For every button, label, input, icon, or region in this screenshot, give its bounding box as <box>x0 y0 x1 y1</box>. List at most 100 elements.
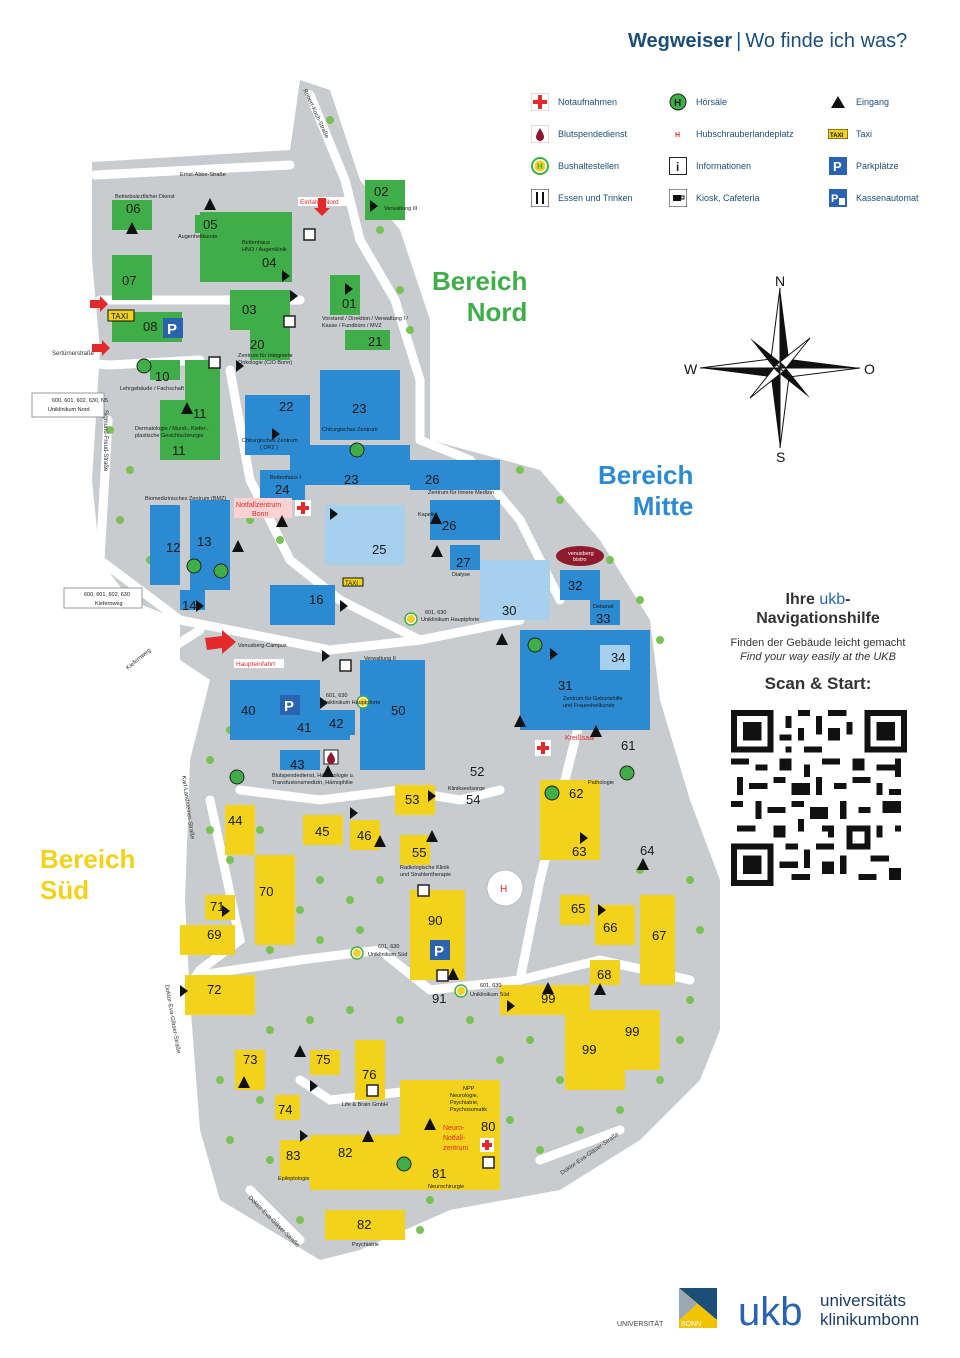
bnum-10: 10 <box>155 369 169 384</box>
building-07 <box>112 255 152 300</box>
bnum-64: 64 <box>640 843 654 858</box>
bnum-82b: 82 <box>357 1217 371 1232</box>
compass-n: N <box>775 273 785 289</box>
bnum-72: 72 <box>207 982 221 997</box>
lecture-hall-icon <box>544 785 560 801</box>
legend-eingang: Eingang <box>828 92 889 112</box>
bus-stop-icon <box>404 612 418 626</box>
area-word: Bereich <box>432 266 528 296</box>
label-lehrgebaeude: Lehrgebäude / Fachschaft <box>120 386 184 392</box>
bnum-33: 33 <box>596 611 610 626</box>
building-67 <box>640 895 675 985</box>
nav-subtitle: Finden der Gebäude leicht gemacht <box>730 637 906 649</box>
arrow-down-icon <box>314 198 330 216</box>
svg-text:BONN: BONN <box>681 1321 701 1328</box>
bnum-82: 82 <box>338 1145 352 1160</box>
bus-stop-icon: H <box>530 156 550 176</box>
entrance-triangle-icon <box>828 92 848 112</box>
nav-dash: - <box>845 591 851 608</box>
bistro-label-2: bistro <box>573 557 586 563</box>
label-innere-medizin: Zentrum für Innere Medizin <box>428 490 494 496</box>
label-zentrum: zentrum <box>443 1145 468 1152</box>
building-83 <box>280 1140 310 1180</box>
bnum-99c: 99 <box>625 1024 639 1039</box>
svg-text:TAXI: TAXI <box>830 133 844 139</box>
food-icon <box>530 188 550 208</box>
taxi-icon: TAXI <box>107 309 135 322</box>
red-cross-icon <box>295 500 311 516</box>
label-verwaltung3: Verwaltung III <box>384 206 418 212</box>
kiosk-icon <box>668 188 688 208</box>
label-geburtshilfe-2: und Frauenheilkunde <box>563 703 615 709</box>
building-75 <box>310 1050 340 1075</box>
area-word: Bereich <box>40 844 136 874</box>
building-23a <box>320 370 400 440</box>
building-25 <box>325 505 405 565</box>
building-21 <box>345 330 390 350</box>
bnum-81: 81 <box>432 1166 446 1181</box>
venusberg-bistro <box>556 546 604 566</box>
label-npp-2: Neurologie, <box>450 1093 479 1099</box>
legend-kiosk: Kiosk, Cafeteria <box>668 188 760 208</box>
info-icon <box>366 1084 379 1097</box>
label-bettenhaus1: Bettenhaus I <box>270 475 301 481</box>
qr-code[interactable] <box>731 710 907 886</box>
bnum-20: 20 <box>250 337 264 352</box>
building-90 <box>410 890 465 980</box>
entrance-icons <box>126 198 649 1142</box>
label-radiologie: Radiologische Klinik <box>400 865 449 871</box>
bnum-26b: 26 <box>442 518 456 533</box>
buildings-mitte <box>150 370 650 770</box>
label-vorstand: Vorstand / Direktion / Verwaltung I / <box>322 316 408 322</box>
label-hno: HNO / Augenklinik <box>242 247 287 253</box>
navigation-help: Ihre ukb- Navigationshilfe Finden der Ge… <box>716 590 920 694</box>
lecture-hall-icon <box>396 1156 412 1172</box>
area-label-nord: Bereich Nord <box>432 266 527 328</box>
svg-text:P: P <box>167 321 177 338</box>
bnum-11b: 11 <box>172 443 186 458</box>
bnum-67: 67 <box>652 928 666 943</box>
bnum-54: 54 <box>466 792 480 807</box>
bnum-61: 61 <box>621 738 635 753</box>
building-82b <box>325 1210 405 1240</box>
label-notfall: Notfall- <box>443 1135 466 1142</box>
bnum-27: 27 <box>456 555 470 570</box>
legend-notaufnahmen: Notaufnahmen <box>530 92 617 112</box>
building-50 <box>360 660 425 770</box>
svg-text:H: H <box>674 98 681 109</box>
bnum-01: 01 <box>342 296 356 311</box>
legend-label: Blutspendedienst <box>558 129 628 139</box>
label-psychiatrie: Psychiatrie <box>352 1242 379 1248</box>
compass-w: W <box>684 361 698 377</box>
legend-food: Essen und Trinken <box>530 188 633 208</box>
legend-label: Informationen <box>696 161 752 171</box>
label-bettenhaus: Bettenhaus <box>242 240 270 246</box>
bnum-05: 05 <box>203 217 217 232</box>
bnum-44: 44 <box>228 813 242 828</box>
nav-heading-2: Navigationshilfe <box>756 610 880 627</box>
building-44 <box>225 805 255 855</box>
bus-stop-icon <box>350 946 364 960</box>
building-numbers: 02 01 03 04 05 06 07 08 10 11 11 20 21 1… <box>122 184 666 1232</box>
bnum-34: 34 <box>611 650 625 665</box>
taxi-icons: TAXI TAXI <box>107 309 364 587</box>
label-notfallzentrum-bonn: Bonn <box>252 511 268 518</box>
area-label-sued: Bereich Süd <box>40 844 135 906</box>
street-ernst-abbe: Ernst-Abbe-Straße <box>180 172 226 178</box>
bnum-62: 62 <box>569 786 583 801</box>
area-word: Mitte <box>632 491 694 521</box>
bnum-75: 75 <box>316 1052 330 1067</box>
blood-drop-icon <box>323 749 339 765</box>
area-word: Nord <box>466 297 528 327</box>
legend-label: Parkplätze <box>856 161 899 171</box>
svg-text:H: H <box>500 884 507 895</box>
label-neuro: Neuro- <box>443 1125 465 1132</box>
legend-label: Hörsäle <box>696 97 728 107</box>
buildings-sued <box>180 780 675 1240</box>
lecture-hall-icon <box>213 563 229 579</box>
bnum-24: 24 <box>275 482 289 497</box>
red-cross-icon <box>535 740 551 756</box>
lecture-hall-icon <box>619 765 635 781</box>
label-geburtshilfe: Zentrum für Geburtshilfe <box>563 696 623 702</box>
